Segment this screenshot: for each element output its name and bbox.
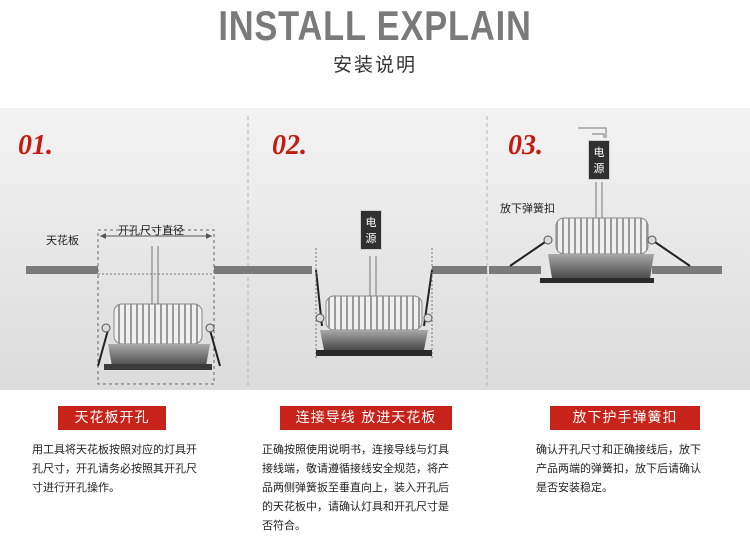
step2-power-bottom: 源 bbox=[365, 232, 377, 245]
step3-power-box: 电 源 bbox=[588, 140, 610, 180]
step3-desc-line: 产品两端的弹簧扣，放下后请确认 bbox=[536, 462, 701, 475]
install-diagram bbox=[26, 116, 722, 386]
step3-desc-line: 是否安装稳定。 bbox=[536, 481, 613, 494]
step2-desc-line: 的天花板中，请确认灯具和开孔尺寸是 bbox=[262, 500, 449, 513]
step3-drawing bbox=[489, 127, 722, 283]
step1-desc-line: 寸进行开孔操作。 bbox=[32, 481, 120, 494]
step3-ceiling-left bbox=[489, 266, 541, 274]
step3-desc-line: 确认开孔尺寸和正确接线后，放下 bbox=[536, 443, 701, 456]
step2-power-box: 电 源 bbox=[360, 210, 382, 250]
step1-drawing bbox=[26, 229, 250, 385]
step2-ceiling-right bbox=[432, 266, 487, 274]
step1-ceiling-right bbox=[214, 266, 250, 274]
step2-desc-line: 正确按照使用说明书，连接导线与灯具 bbox=[262, 443, 449, 456]
step2-desc-line: 接线端，敬请遵循接线安全规范，将产 bbox=[262, 462, 449, 475]
step1-ceiling-left bbox=[26, 266, 98, 274]
step1-description: 用工具将天花板按照对应的灯具开 孔尺寸，开孔请务必按照其开孔尺 寸进行开孔操作。 bbox=[32, 440, 222, 497]
step2-drawing bbox=[250, 248, 487, 358]
step1-badge: 天花板开孔 bbox=[58, 406, 166, 430]
step2-ceiling-left bbox=[250, 266, 312, 274]
page-subtitle: 安装说明 bbox=[332, 54, 417, 76]
step3-power-bottom: 源 bbox=[593, 162, 605, 175]
step2-power-top: 电 bbox=[365, 216, 377, 229]
step1-desc-line: 孔尺寸，开孔请务必按照其开孔尺 bbox=[32, 462, 197, 475]
step2-badge: 连接导线 放进天花板 bbox=[280, 406, 452, 430]
step3-badge: 放下护手弹簧扣 bbox=[550, 406, 700, 430]
step2-description: 正确按照使用说明书，连接导线与灯具 接线端，敬请遵循接线安全规范，将产 品两侧弹… bbox=[262, 440, 482, 535]
hole-size-label: 开孔尺寸直径 bbox=[118, 224, 184, 237]
step1-number: 01. bbox=[18, 130, 53, 161]
step3-number: 03. bbox=[508, 130, 543, 161]
page-title: INSTALL EXPLAIN bbox=[218, 2, 532, 49]
step2-desc-line: 否符合。 bbox=[262, 519, 306, 532]
ceiling-label: 天花板 bbox=[46, 234, 79, 247]
step2-number: 02. bbox=[272, 130, 307, 161]
spring-clip-label: 放下弹簧扣 bbox=[500, 202, 555, 215]
step3-power-top: 电 bbox=[593, 146, 605, 159]
step3-description: 确认开孔尺寸和正确接线后，放下 产品两端的弹簧扣，放下后请确认 是否安装稳定。 bbox=[536, 440, 736, 497]
step3-ceiling-right bbox=[652, 266, 722, 274]
step2-desc-line: 品两侧弹簧扳至垂直向上，装入开孔后 bbox=[262, 481, 449, 494]
step1-desc-line: 用工具将天花板按照对应的灯具开 bbox=[32, 443, 197, 456]
